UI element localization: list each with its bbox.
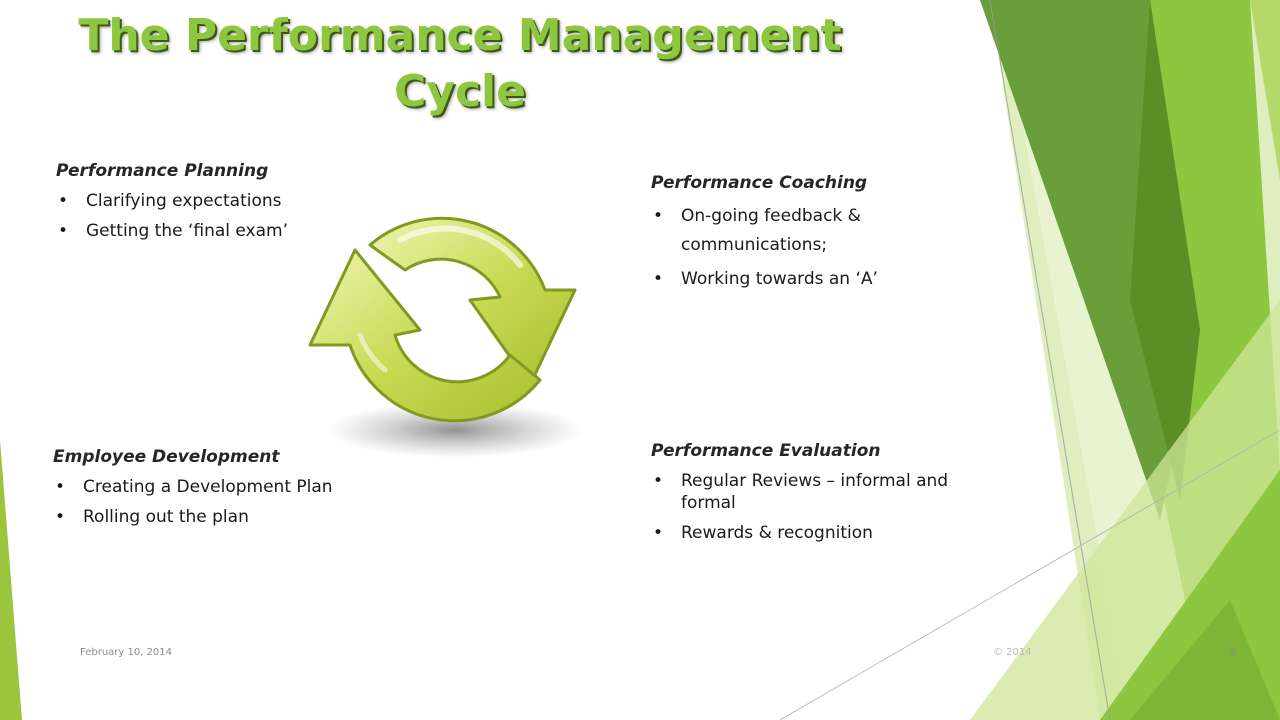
refresh-cycle-icon [308, 216, 585, 458]
development-heading: Employee Development [53, 447, 280, 467]
development-section: Employee Development • Creating a Develop… [53, 444, 413, 536]
evaluation-heading: Performance Evaluation [651, 441, 881, 461]
slide-title: The Performance Management Cycle [78, 10, 842, 117]
coaching-heading: Performance Coaching [651, 173, 868, 193]
list-item: • Working towards an ‘A’ [651, 268, 971, 290]
planning-list: • Clarifying expectations • Getting the ‘f… [56, 190, 356, 242]
evaluation-section: Performance Evaluation • Regular Reviews … [651, 438, 991, 552]
bottom-dark-shape [1130, 600, 1280, 720]
development-list: • Creating a Development Plan • Rolling ou… [53, 476, 413, 528]
bullet-icon: • [653, 523, 664, 543]
bullet-icon: • [55, 477, 66, 497]
bullet-icon: • [653, 471, 664, 491]
bullet-icon: • [653, 269, 664, 289]
thin-line [779, 429, 1280, 720]
coaching-section: Performance Coaching • On-going feedback … [651, 170, 971, 298]
list-item: • Creating a Development Plan [53, 476, 413, 498]
footer-copyright: © 2014 [993, 647, 1032, 658]
list-item: • On-going feedback & communications; [651, 202, 971, 260]
list-item-text: Rolling out the plan [83, 507, 249, 527]
list-item-text: Regular Reviews – informal and formal [681, 471, 949, 513]
planning-section: Performance Planning • Clarifying expecta… [56, 158, 356, 250]
footer-date: February 10, 2014 [80, 647, 173, 658]
right-top-strip-shape [1250, 0, 1280, 180]
list-item: • Clarifying expectations [56, 190, 356, 212]
evaluation-list: • Regular Reviews – informal and formal •… [651, 470, 991, 544]
list-item: • Rewards & recognition [651, 522, 991, 544]
thin-line [989, 0, 1111, 720]
list-item-text: Getting the ‘final exam’ [86, 221, 288, 241]
list-item-text: Creating a Development Plan [83, 477, 333, 497]
left-accent-shape [0, 440, 22, 720]
bullet-icon: • [653, 206, 664, 226]
slide-number: 5 [1230, 647, 1237, 658]
list-item-text: Clarifying expectations [86, 191, 282, 211]
bullet-icon: • [55, 507, 66, 527]
darker-strip-shape [1130, 0, 1200, 500]
bullet-icon: • [58, 191, 69, 211]
coaching-list: • On-going feedback & communications; • Wo… [651, 202, 971, 290]
list-item-text: On-going feedback & communications; [681, 206, 861, 255]
planning-heading: Performance Planning [56, 161, 269, 181]
list-item: • Getting the ‘final exam’ [56, 220, 356, 242]
list-item-text: Rewards & recognition [681, 523, 873, 543]
list-item-text: Working towards an ‘A’ [681, 269, 878, 289]
list-item: • Rolling out the plan [53, 506, 413, 528]
list-item: • Regular Reviews – informal and formal [651, 470, 991, 514]
bullet-icon: • [58, 221, 69, 241]
